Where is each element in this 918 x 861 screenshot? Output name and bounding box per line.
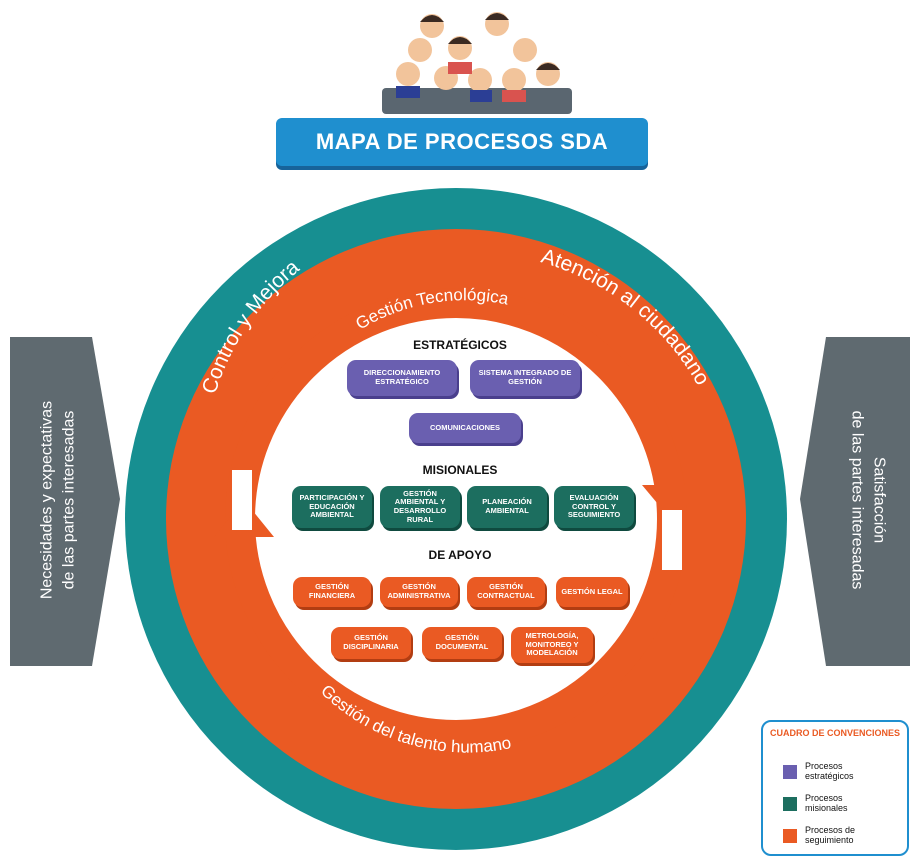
box-sistema-integrado[interactable]: SISTEMA INTEGRADO DE GESTIÓN	[470, 360, 580, 396]
legend-item-misionales: Procesos misionales	[783, 793, 875, 814]
box-participacion[interactable]: PARTICIPACIÓN Y EDUCACIÓN AMBIENTAL	[292, 486, 372, 528]
box-gestion-disciplinaria[interactable]: GESTIÓN DISCIPLINARIA	[331, 627, 411, 659]
cycle-arrowhead-right	[642, 485, 704, 522]
box-evaluacion[interactable]: EVALUACIÓN CONTROL Y SEGUIMIENTO	[554, 486, 634, 528]
box-planeacion[interactable]: PLANEACIÓN AMBIENTAL	[467, 486, 547, 528]
legend-label-misionales: Procesos misionales	[805, 793, 848, 813]
legend-item-seguimiento: Procesos de seguimiento	[783, 825, 875, 846]
right-side-arrow	[800, 337, 910, 666]
box-direccionamiento[interactable]: DIRECCIONAMIENTO ESTRATÉGICO	[347, 360, 457, 396]
box-gestion-ambiental[interactable]: GESTIÓN AMBIENTAL Y DESARROLLO RURAL	[380, 486, 460, 528]
box-gestion-financiera[interactable]: GESTIÓN FINANCIERA	[293, 577, 371, 607]
left-arrow-line1: Necesidades y expectativas	[38, 400, 56, 600]
title-banner: MAPA DE PROCESOS SDA	[276, 118, 648, 166]
legend-item-estrategicos: Procesos estratégicos	[783, 761, 875, 782]
box-gestion-contractual[interactable]: GESTIÓN CONTRACTUAL	[467, 577, 545, 607]
right-arrow-text: Satisfacción de las partes interesadas	[846, 411, 889, 590]
section-apoyo-title: DE APOYO	[428, 548, 492, 562]
legend-label-seguimiento: Procesos de seguimiento	[805, 825, 856, 845]
cycle-arrow-band-lower	[225, 518, 687, 750]
cycle-arrow-band	[225, 288, 687, 520]
box-gestion-administrativa[interactable]: GESTIÓN ADMINISTRATIVA	[380, 577, 458, 607]
arrow-gap-left	[232, 470, 252, 530]
legend-swatch-orange	[783, 828, 797, 843]
section-misionales-title: MISIONALES	[422, 463, 498, 477]
page-title: MAPA DE PROCESOS SDA	[315, 129, 609, 154]
section-estrategicos-title: ESTRATÉGICOS	[413, 338, 507, 352]
box-metrologia[interactable]: METROLOGÍA, MONITOREO Y MODELACIÓN	[511, 627, 593, 663]
box-comunicaciones[interactable]: COMUNICACIONES	[409, 413, 521, 443]
legend-swatch-green	[783, 796, 797, 811]
legend-title: CUADRO DE CONVENCIONES	[769, 728, 900, 738]
legend-box: CUADRO DE CONVENCIONES Procesos estratég…	[761, 720, 909, 856]
box-gestion-documental[interactable]: GESTIÓN DOCUMENTAL	[422, 627, 502, 659]
left-side-arrow	[10, 337, 120, 666]
left-arrow-text: Necesidades y expectativas de las partes…	[36, 401, 79, 599]
right-arrow-line2: de las partes interesadas	[849, 410, 866, 590]
legend-label-estrategicos: Procesos estratégicos	[805, 761, 854, 781]
box-gestion-legal[interactable]: GESTIÓN LEGAL	[556, 577, 628, 607]
people-illustration	[382, 12, 572, 114]
right-arrow-line1: Satisfacción	[870, 456, 888, 544]
legend-swatch-purple	[783, 764, 797, 779]
arrow-gap-right	[662, 510, 682, 570]
left-arrow-line2: de las partes interesadas	[60, 410, 77, 590]
